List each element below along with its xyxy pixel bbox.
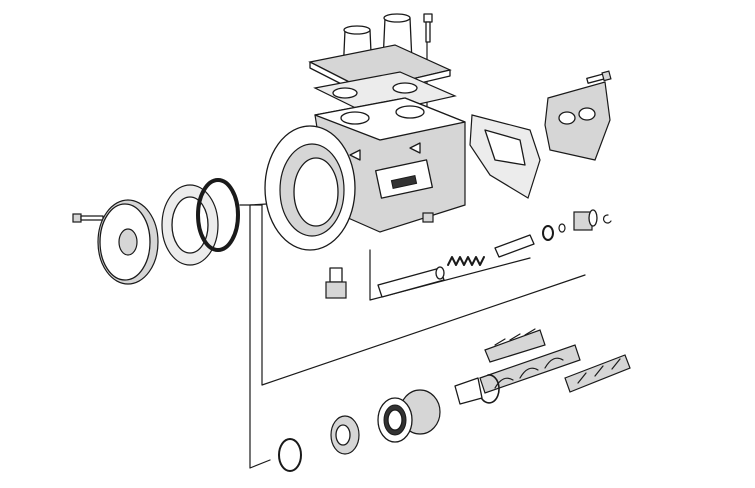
cover-gasket — [469, 114, 541, 199]
valve-stem — [494, 234, 535, 258]
bolt-top — [423, 13, 433, 43]
drain-plug — [325, 267, 347, 299]
piston-rod — [377, 266, 445, 298]
bolt-flange — [72, 213, 104, 223]
female-rotor — [479, 344, 581, 394]
shaft-key — [454, 377, 483, 405]
circlip — [602, 214, 612, 224]
flange-gasket — [161, 184, 219, 266]
rotation-arrow — [479, 374, 500, 404]
spring — [447, 256, 485, 266]
compressor-housing — [264, 97, 466, 251]
secondary-rotor — [564, 354, 631, 393]
shaft-flange — [97, 199, 159, 285]
o-ring-small — [542, 223, 566, 241]
bearing-assembly — [377, 389, 441, 443]
shaft-seal — [330, 415, 360, 455]
end-cover — [544, 81, 611, 161]
male-rotor — [484, 328, 546, 363]
o-ring-large — [196, 178, 240, 252]
bolt-cover — [586, 70, 612, 84]
retaining-ring — [278, 438, 302, 472]
valve-gasket — [313, 71, 457, 116]
nut — [422, 212, 434, 223]
adjuster-screw — [573, 209, 598, 231]
